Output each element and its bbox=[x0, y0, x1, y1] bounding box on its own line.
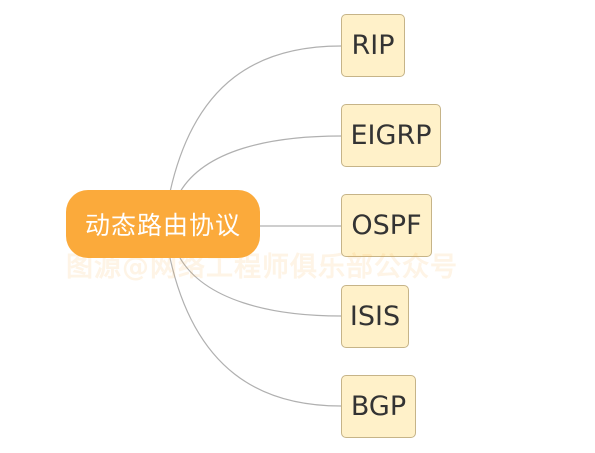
child-node-label: OSPF bbox=[351, 210, 422, 241]
child-node-eigrp: EIGRP bbox=[341, 104, 441, 167]
child-node-rip: RIP bbox=[341, 14, 405, 77]
child-node-label: EIGRP bbox=[350, 120, 432, 151]
connector-isis bbox=[179, 257, 342, 317]
watermark-text: 图源@网络工程师俱乐部公众号 bbox=[66, 252, 458, 283]
child-node-ospf: OSPF bbox=[341, 194, 432, 257]
child-node-isis: ISIS bbox=[341, 285, 409, 348]
root-node-label: 动态路由协议 bbox=[84, 211, 241, 240]
connector-bgp bbox=[169, 257, 342, 407]
child-node-label: RIP bbox=[351, 30, 395, 61]
connector-rip bbox=[169, 45, 342, 193]
root-node: 动态路由协议 bbox=[66, 190, 260, 258]
child-node-bgp: BGP bbox=[341, 375, 416, 438]
child-node-label: ISIS bbox=[349, 301, 401, 332]
connector-eigrp bbox=[179, 135, 342, 193]
child-node-label: BGP bbox=[350, 391, 407, 422]
